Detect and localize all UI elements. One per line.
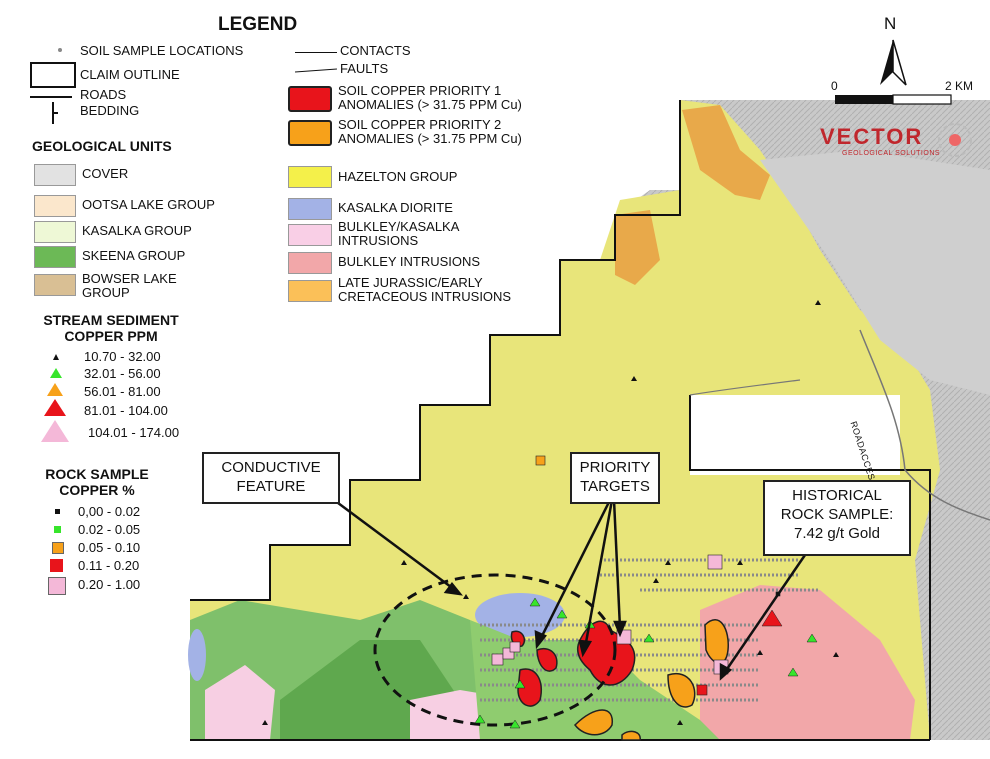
bedding-tick <box>52 112 58 114</box>
conductive-feature-outline <box>373 573 617 727</box>
rock-class-2-label: 0.02 - 0.05 <box>78 522 141 537</box>
bulkley-kasalka-area <box>205 665 275 740</box>
kasalka-group-label: KASALKA GROUP <box>82 223 192 238</box>
vector-logo-text: VECTOR <box>820 124 924 149</box>
skeena-label: SKEENA GROUP <box>82 248 186 263</box>
hazelton-unit-area <box>190 100 940 740</box>
bulkley-intrusions-swatch <box>288 252 332 274</box>
soil-sample-dot-icon <box>58 48 62 52</box>
stream-class-5-icon <box>41 420 69 442</box>
skeena-swatch <box>34 246 76 268</box>
stream-class-4-label: 81.01 - 104.00 <box>84 403 168 418</box>
scale-start-label: 0 <box>831 79 838 93</box>
scale-end-label: 2 KM <box>945 79 974 93</box>
legend-claim-outline-label: CLAIM OUTLINE <box>80 67 180 82</box>
rock-class-5-label: 0.20 - 1.00 <box>78 577 141 592</box>
rock-class-2-icon <box>54 526 61 533</box>
bowser-swatch <box>34 274 76 296</box>
skeena-unit-area-3 <box>470 620 720 740</box>
conductive-feature-callout: CONDUCTIVE FEATURE <box>202 452 340 504</box>
stream-class-1-icon <box>53 354 59 360</box>
intrusion-unit-left <box>615 210 660 285</box>
rock-class-4-icon <box>50 559 63 572</box>
legend-title: LEGEND <box>218 14 298 35</box>
historical-rock-sample-callout: HISTORICAL ROCK SAMPLE: 7.42 g/t Gold <box>763 480 911 556</box>
claim-outline <box>190 100 681 601</box>
cover-label: COVER <box>82 166 129 181</box>
road-access <box>859 329 990 521</box>
vector-logo-tagline: GEOLOGICAL SOLUTIONS <box>842 150 941 157</box>
legend-priority-2-label: SOIL COPPER PRIORITY 2 ANOMALIES (> 31.7… <box>338 117 522 146</box>
intrusion-unit-top <box>682 105 770 200</box>
rock-class-3-icon <box>52 542 64 554</box>
legend-bedding-label: BEDDING <box>80 103 140 118</box>
hazelton-swatch <box>288 166 332 188</box>
rock-class-1-label: 0,00 - 0.02 <box>78 504 141 519</box>
legend-roads-label: ROADS <box>80 87 127 102</box>
kasalka-diorite-swatch <box>288 198 332 220</box>
bulkley-kasalka-label: BULKLEY/KASALKA INTRUSIONS <box>338 219 460 248</box>
legend-priority-1-label: SOIL COPPER PRIORITY 1 ANOMALIES (> 31.7… <box>338 83 522 112</box>
late-jurassic-label: LATE JURASSIC/EARLY CRETACEOUS INTRUSION… <box>338 275 512 304</box>
north-arrow-icon <box>880 39 907 86</box>
legend-contacts-label: CONTACTS <box>340 43 411 58</box>
callout-arrows <box>329 495 807 681</box>
rock-class-4-label: 0.11 - 0.20 <box>78 558 140 573</box>
rock-class-1-icon <box>55 509 60 514</box>
rock-class-3-label: 0.05 - 0.10 <box>78 540 141 555</box>
vector-logo-mark <box>938 123 972 157</box>
bulkley-kasalka-swatch <box>288 224 332 246</box>
cover-unit-area-2 <box>760 150 990 395</box>
claim-outline-right <box>689 395 931 740</box>
scale-bar <box>835 94 952 105</box>
cover-swatch <box>34 164 76 186</box>
stream-sediment-title: STREAM SEDIMENT COPPER PPM <box>43 312 179 344</box>
stream-class-4-icon <box>44 399 66 416</box>
stream-class-2-icon <box>50 368 62 378</box>
hazelton-label: HAZELTON GROUP <box>338 169 458 184</box>
road-line-icon <box>30 96 72 98</box>
stream-class-5-label: 104.01 - 174.00 <box>88 425 180 440</box>
kasalka-group-swatch <box>34 221 76 243</box>
priority-1-swatch <box>288 86 332 112</box>
blank-inset <box>690 395 900 475</box>
kasalka-diorite-area-2 <box>188 629 206 681</box>
bulkley-intrusions-label: BULKLEY INTRUSIONS <box>338 254 481 269</box>
geo-units-title: GEOLOGICAL UNITS <box>32 138 172 154</box>
stream-class-2-label: 32.01 - 56.00 <box>84 366 161 381</box>
stream-sample-points <box>262 300 839 729</box>
claim-outline-icon <box>30 62 76 88</box>
stream-class-3-icon <box>47 383 63 396</box>
kasalka-diorite-label: KASALKA DIORITE <box>338 200 453 215</box>
contact-line-icon <box>295 52 337 54</box>
priority-targets-callout: PRIORITY TARGETS <box>570 452 660 504</box>
road-2 <box>689 379 801 396</box>
stream-class-1-label: 10.70 - 32.00 <box>84 349 161 364</box>
stream-class-3-label: 56.01 - 81.00 <box>84 384 161 399</box>
late-jurassic-swatch <box>288 280 332 302</box>
legend-faults-label: FAULTS <box>340 61 389 76</box>
bowser-label: BOWSER LAKE GROUP <box>82 271 177 300</box>
rock-sample-title: ROCK SAMPLE COPPER % <box>45 466 149 498</box>
rock-class-5-icon <box>48 577 66 595</box>
priority-2-swatch <box>288 120 332 146</box>
north-label: N <box>884 14 897 33</box>
ootsa-swatch <box>34 195 76 217</box>
priority-2-anomalies <box>574 619 729 741</box>
legend-soil-sample-label: SOIL SAMPLE LOCATIONS <box>80 43 244 58</box>
ootsa-label: OOTSA LAKE GROUP <box>82 197 215 212</box>
